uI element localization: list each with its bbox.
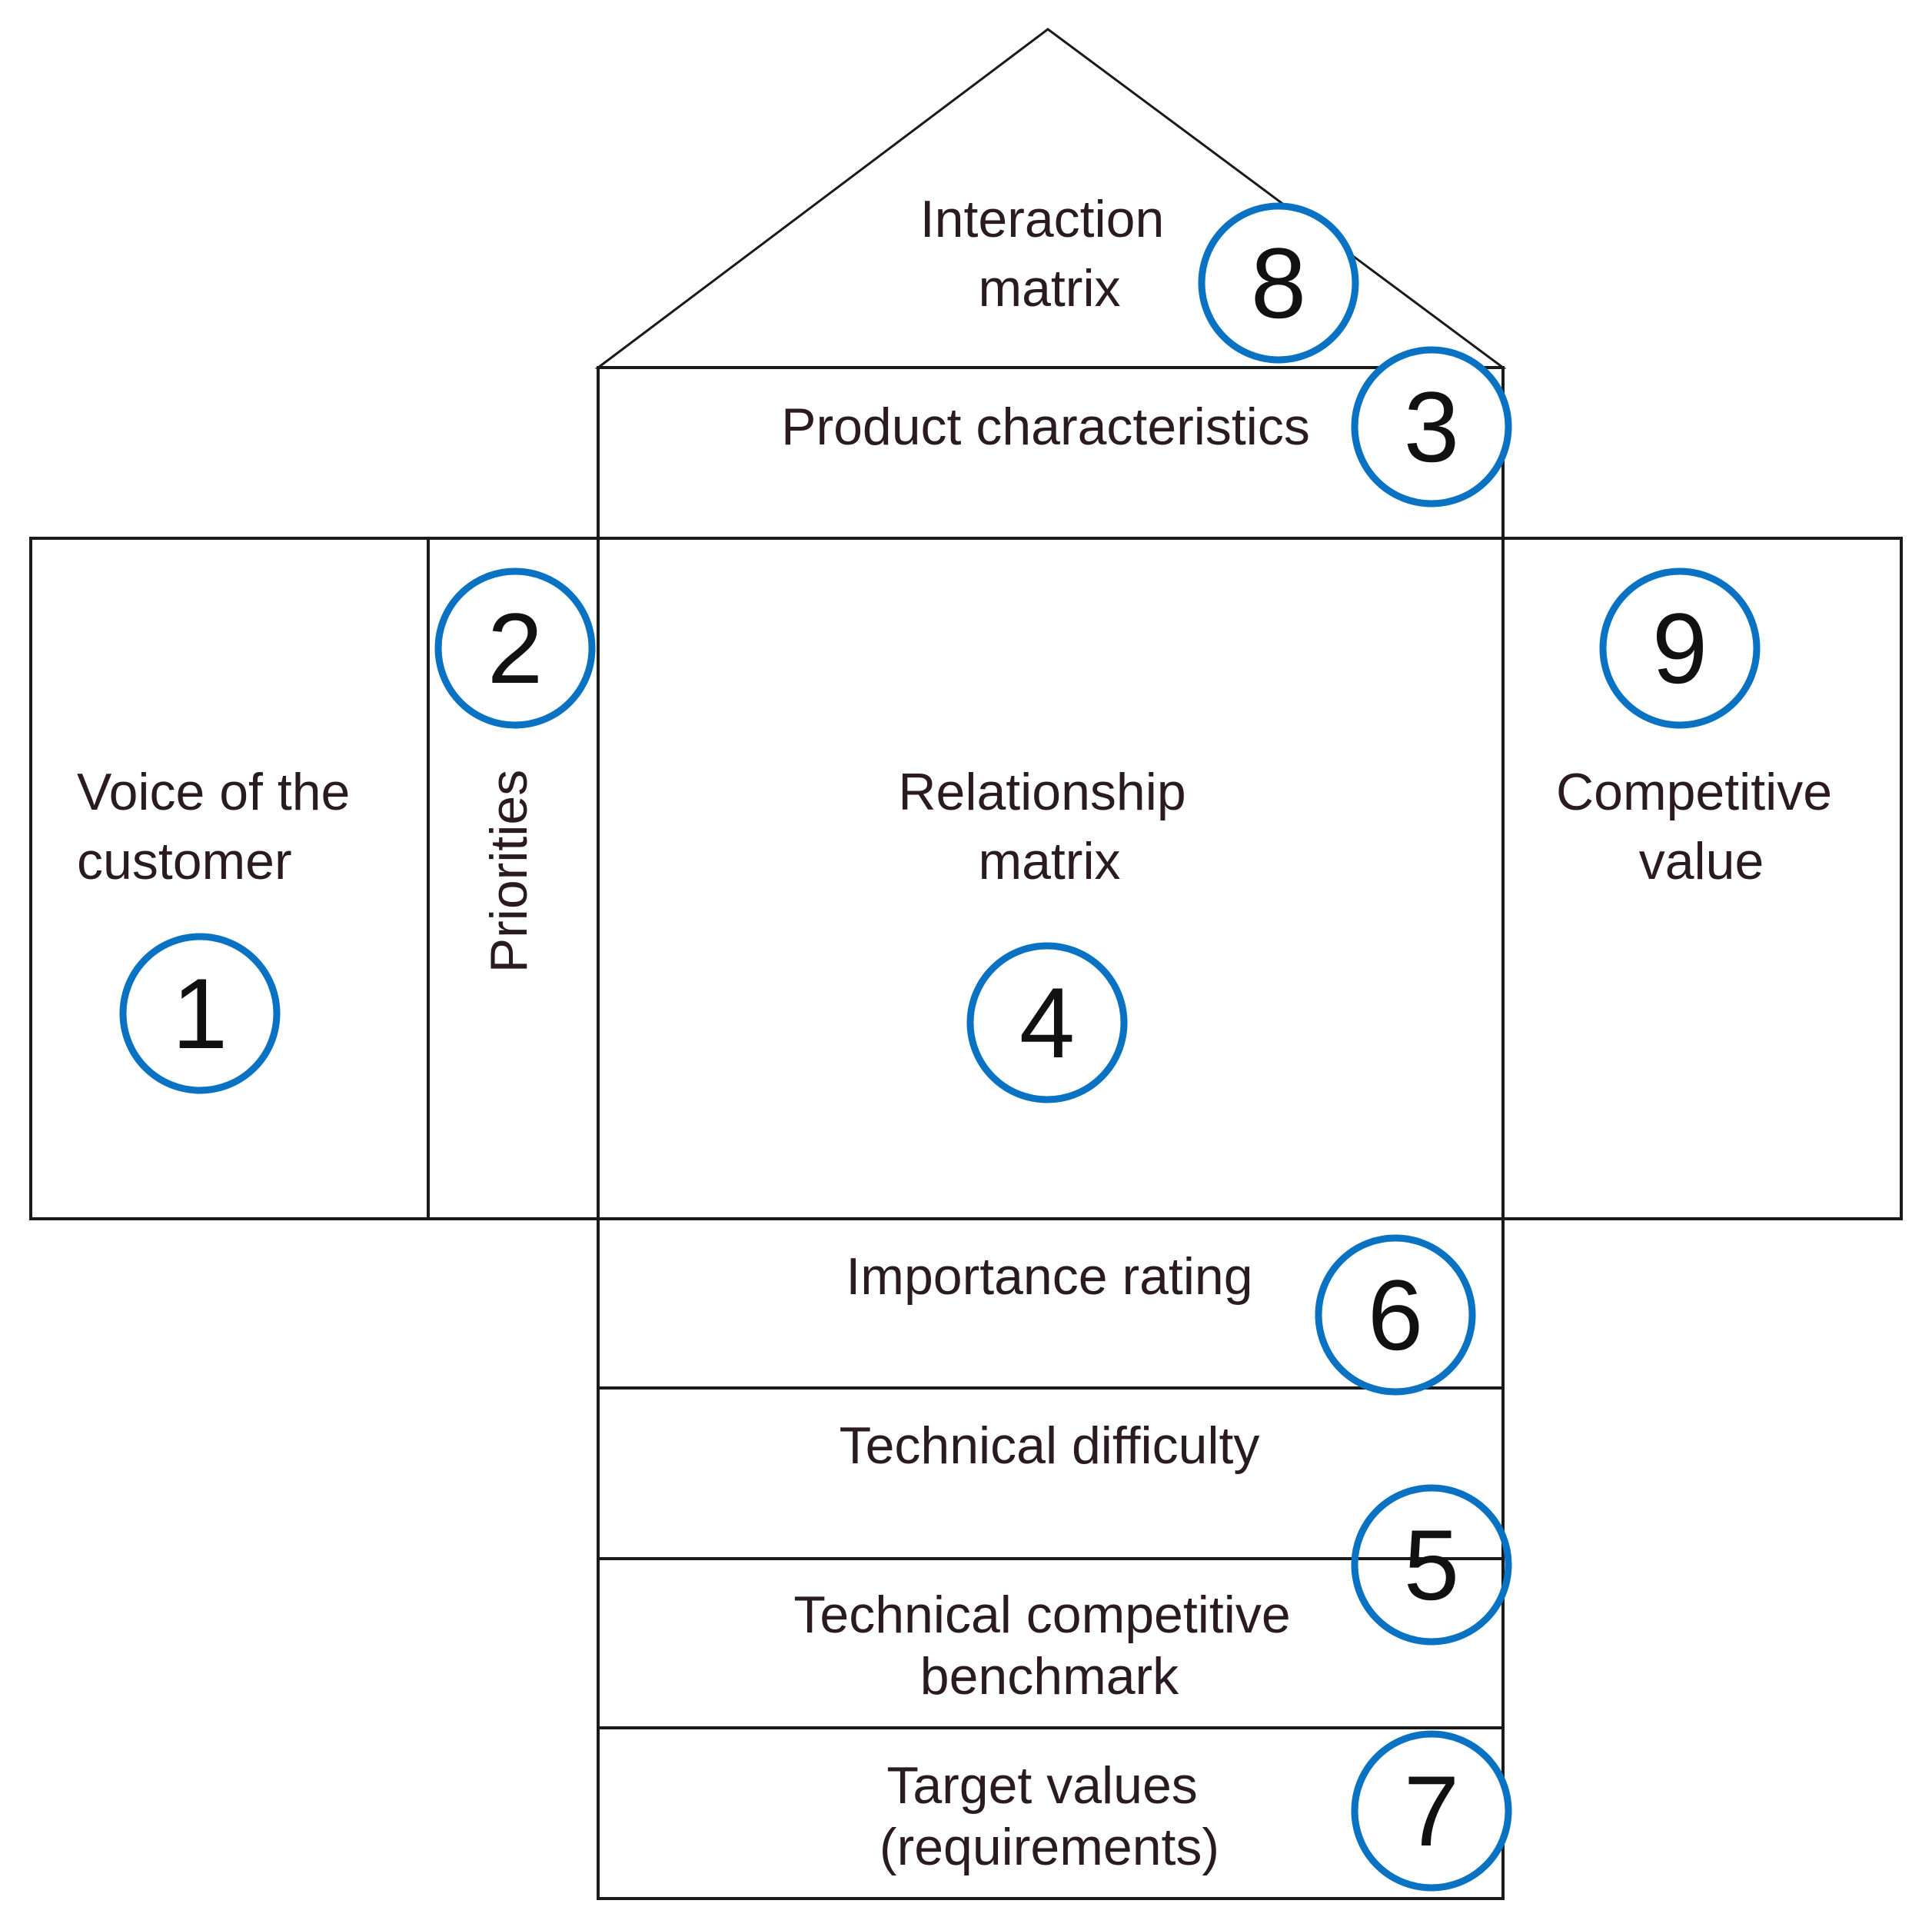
relationship-matrix-label: Relationship matrix xyxy=(898,763,1200,890)
badge-9-number: 9 xyxy=(1652,592,1708,704)
badge-1-ring xyxy=(119,933,281,1094)
badge-7-ring xyxy=(1351,1730,1512,1892)
badge-1-number: 1 xyxy=(172,957,228,1070)
badge-6-number: 6 xyxy=(1368,1259,1423,1371)
voice-of-customer-label: Voice of the customer xyxy=(77,763,364,890)
badge-8: 8 xyxy=(1198,202,1359,364)
priorities-label: Priorities xyxy=(480,770,538,973)
product-characteristics-box xyxy=(597,366,1505,540)
badge-2: 2 xyxy=(434,567,596,729)
badge-3-ring xyxy=(1351,346,1512,508)
badge-3-number: 3 xyxy=(1404,371,1459,483)
badge-4-number: 4 xyxy=(1019,967,1075,1079)
badge-3: 3 xyxy=(1351,346,1512,508)
badge-1: 1 xyxy=(119,933,281,1094)
badge-5-ring xyxy=(1351,1484,1512,1646)
target-values-label: Target values (requirements) xyxy=(880,1756,1219,1876)
badge-9-ring xyxy=(1599,567,1761,729)
relationship-matrix-box xyxy=(597,537,1505,1220)
technical-difficulty-label: Technical difficulty xyxy=(840,1416,1260,1475)
badge-8-ring xyxy=(1198,202,1359,364)
badge-7: 7 xyxy=(1351,1730,1512,1892)
importance-rating-label: Importance rating xyxy=(846,1247,1252,1306)
technical-difficulty-box xyxy=(597,1386,1505,1560)
badge-9: 9 xyxy=(1599,567,1761,729)
badge-5-number: 5 xyxy=(1404,1509,1459,1621)
product-characteristics-label: Product characteristics xyxy=(781,398,1310,456)
technical-benchmark-label: Technical competitive benchmark xyxy=(793,1586,1305,1706)
voice-of-customer-box xyxy=(29,537,430,1220)
competitive-value-label: Competitive value xyxy=(1556,763,1847,890)
badge-4-ring xyxy=(966,942,1128,1103)
badge-2-number: 2 xyxy=(487,592,543,704)
badge-4: 4 xyxy=(966,942,1128,1103)
badge-5: 5 xyxy=(1351,1484,1512,1646)
interaction-matrix-label: Interaction matrix xyxy=(920,190,1179,318)
badge-2-ring xyxy=(434,567,596,729)
badge-8-number: 8 xyxy=(1251,227,1306,339)
badge-7-number: 7 xyxy=(1404,1755,1459,1867)
badge-6-ring xyxy=(1315,1234,1476,1396)
badge-6: 6 xyxy=(1315,1234,1476,1396)
